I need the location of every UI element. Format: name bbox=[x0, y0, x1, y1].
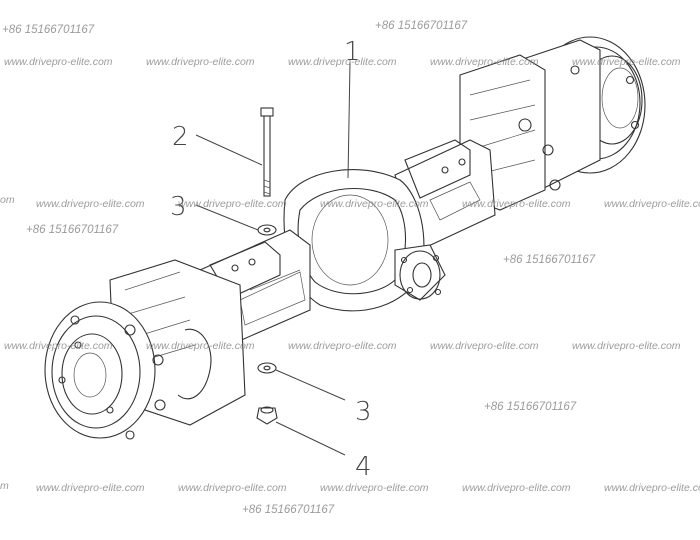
callout-2: 2 bbox=[172, 122, 189, 152]
leader-line-2 bbox=[195, 134, 263, 166]
leader-line-4 bbox=[275, 421, 346, 456]
left-wheel-hub bbox=[44, 259, 246, 440]
callout-1: 1 bbox=[344, 37, 361, 67]
leader-line-1 bbox=[347, 61, 351, 179]
right-wheel-hub bbox=[459, 36, 646, 211]
differential-housing bbox=[283, 169, 446, 312]
callout-4: 4 bbox=[355, 452, 372, 482]
u-bolt bbox=[260, 107, 274, 197]
leader-line-3b bbox=[275, 369, 346, 401]
nut bbox=[256, 406, 278, 425]
washer-upper bbox=[257, 224, 277, 236]
callout-3-upper: 3 bbox=[170, 192, 187, 222]
leader-line-3a bbox=[195, 204, 259, 231]
washer-lower bbox=[257, 362, 277, 374]
callout-3-lower: 3 bbox=[355, 397, 372, 427]
